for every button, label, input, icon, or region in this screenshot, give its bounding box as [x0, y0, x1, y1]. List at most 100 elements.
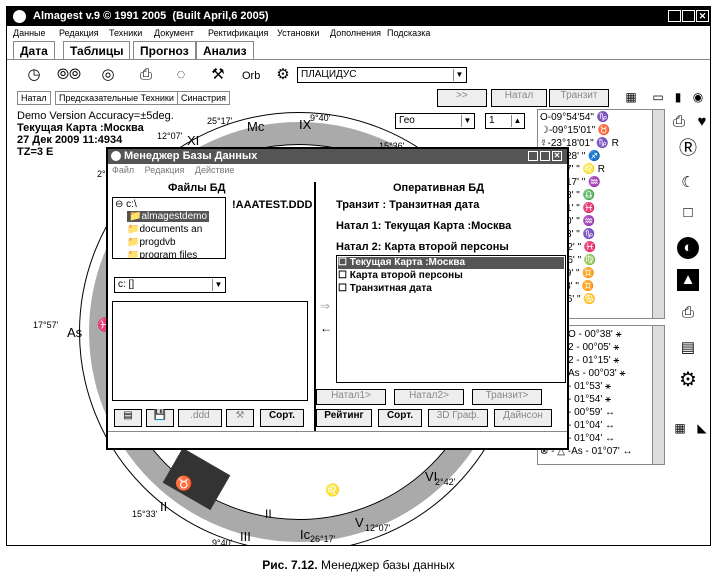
bar-chart-icon[interactable]: ▮	[674, 90, 682, 104]
subtab-predictive[interactable]: Предсказательные Техники	[55, 91, 178, 105]
figure-caption: Рис. 7.12. Менеджер базы данных	[0, 558, 717, 572]
r-wheel-icon[interactable]: Ⓡ	[679, 138, 697, 158]
chevron-down-icon: ▼	[453, 69, 465, 81]
op-list-item[interactable]: ☐ Карта второй персоны	[338, 270, 463, 281]
heart-icon[interactable]: ♥	[697, 113, 707, 130]
aspect-row: O - 00°38' ⚹	[568, 329, 622, 340]
tab-tables[interactable]: Таблицы	[63, 41, 131, 59]
dark-circle-icon[interactable]: ◐	[677, 237, 699, 259]
dialog-menu-action[interactable]: Действие	[194, 165, 235, 175]
natal2-button[interactable]: Натал2>	[394, 389, 464, 405]
printer-icon[interactable]: ⎙	[672, 113, 685, 130]
wheel-icon[interactable]: ◌	[176, 66, 186, 83]
tree-item[interactable]: 📁program files	[127, 250, 198, 259]
sort-files-button[interactable]: Сорт.	[260, 409, 304, 427]
transit-button[interactable]: Транзит	[549, 89, 609, 107]
grid-icon[interactable]: ▦	[674, 421, 686, 435]
tree-item[interactable]: 📁progdvb	[127, 237, 176, 248]
as-label: As	[67, 325, 83, 340]
transit-circle-icon[interactable]: ◎	[101, 66, 115, 83]
dialog-menu-file[interactable]: Файл	[112, 165, 135, 175]
ii-degree: 15°33'	[132, 509, 158, 519]
image-icon[interactable]: ▲	[677, 269, 699, 291]
house-system-select[interactable]: ПЛАЦИДУС ▼	[297, 67, 467, 83]
table-view-icon[interactable]: ▦	[625, 90, 637, 104]
natal-button[interactable]: Натал	[491, 89, 547, 107]
natal1-button[interactable]: Натал1>	[316, 389, 386, 405]
new-doc-button[interactable]: ▤	[114, 409, 142, 427]
menu-settings[interactable]: Установки	[277, 28, 320, 38]
moon-sun-icon[interactable]: ☾	[681, 174, 695, 191]
dynamics-button[interactable]: Дайнсон	[494, 409, 552, 427]
subtab-synastry[interactable]: Синастрия	[177, 91, 231, 105]
dialog-maximize-button[interactable]	[540, 151, 550, 161]
drive-select[interactable]: c: [] ▼	[114, 277, 226, 293]
tools-icon[interactable]: ⚒	[211, 66, 225, 83]
op-list-item[interactable]: ☐ Транзитная дата	[338, 283, 432, 294]
print-icon[interactable]: ⎙	[139, 66, 152, 83]
tab-data[interactable]: Дата	[13, 41, 55, 59]
v-degree: 12°07'	[365, 523, 391, 533]
geo-select[interactable]: Гео ▼	[395, 113, 475, 129]
tree-root[interactable]: ⊖ c:\	[115, 199, 137, 210]
planets-scrollbar[interactable]	[652, 110, 664, 318]
menu-help[interactable]: Подсказка	[387, 28, 431, 38]
tab-analysis[interactable]: Анализ	[196, 41, 254, 59]
documents-icon[interactable]: ▤	[680, 339, 696, 356]
transit-select-button[interactable]: Транзит>	[472, 389, 542, 405]
minimize-button[interactable]	[668, 10, 681, 22]
tab-forecast[interactable]: Прогноз	[133, 41, 196, 59]
menu-rectification[interactable]: Ректификация	[208, 28, 269, 38]
chevron-down-icon: ▼	[461, 115, 473, 127]
taurus-sign: ♉	[175, 475, 193, 491]
tree-item[interactable]: 📁documents an	[127, 224, 203, 235]
settings-icon[interactable]: ⚙	[276, 66, 290, 83]
menu-addons[interactable]: Дополнения	[330, 28, 381, 38]
arrow-left-icon[interactable]: ←	[320, 321, 332, 335]
arrow-right-icon[interactable]: ⇒	[320, 299, 331, 313]
eye-icon[interactable]: ◉	[692, 90, 704, 104]
orb-spinner[interactable]: 1 ▲	[485, 113, 525, 129]
3d-graph-button[interactable]: 3D Граф.	[428, 409, 488, 427]
vi-label: VI	[425, 469, 438, 484]
menu-data[interactable]: Данные	[13, 28, 46, 38]
planet-row: ♀-17°28' " ♐	[540, 151, 601, 162]
app-icon	[13, 10, 26, 23]
aspect-row: - 01°54' ⚹	[568, 394, 612, 405]
panel-divider	[314, 182, 318, 432]
op-list-item-selected[interactable]: ☐ Текущая Карта :Москва	[338, 257, 564, 269]
dialog-close-button[interactable]: ✕	[552, 151, 562, 161]
maximize-button[interactable]	[682, 10, 695, 22]
save-button[interactable]: 💾	[146, 409, 174, 427]
menu-edit[interactable]: Редакция	[59, 28, 99, 38]
print-doc-icon[interactable]: ⎙	[681, 304, 694, 321]
subtab-natal[interactable]: Натал	[17, 91, 51, 105]
orb-button[interactable]: Orb	[242, 70, 261, 82]
square-star-icon[interactable]: □	[683, 204, 693, 221]
corner-icon[interactable]: ◣	[697, 421, 707, 435]
double-circle-icon[interactable]: ⦾⦾	[57, 66, 82, 83]
ic-degree: 26°17'	[310, 534, 336, 544]
zodiac-wheel-icon[interactable]: ⚙	[679, 369, 697, 391]
rating-button[interactable]: Рейтинг	[316, 409, 372, 427]
save-ddd-button[interactable]: .ddd	[178, 409, 222, 427]
v-label: V	[355, 515, 364, 530]
close-button[interactable]: ✕	[696, 10, 709, 22]
menu-document[interactable]: Документ	[154, 28, 194, 38]
prev-next-button[interactable]: >>	[437, 89, 487, 107]
sort-op-button[interactable]: Сорт.	[378, 409, 422, 427]
dialog-menu-edit[interactable]: Редакция	[144, 165, 185, 175]
monitor-icon[interactable]: ▭	[652, 90, 664, 104]
tree-item-selected[interactable]: 📁almagestdemo	[127, 211, 210, 222]
aspects-scrollbar[interactable]	[652, 326, 664, 464]
db-file-item[interactable]: !AAATEST.DDD	[232, 199, 313, 211]
tools-button[interactable]: ⚒	[226, 409, 254, 427]
vi-degree: 2°42'	[435, 477, 456, 487]
dialog-minimize-button[interactable]	[528, 151, 538, 161]
natal2-line: Натал 2: Карта второй персоны	[336, 241, 509, 253]
planet-row: ♃-17°17' " ♒	[540, 177, 601, 188]
transit-line: Транзит : Транзитная дата	[336, 199, 480, 211]
menu-techniques[interactable]: Техники	[109, 28, 143, 38]
iii-degree: 9°40'	[212, 538, 233, 546]
clock-icon[interactable]: ◷	[27, 66, 41, 83]
